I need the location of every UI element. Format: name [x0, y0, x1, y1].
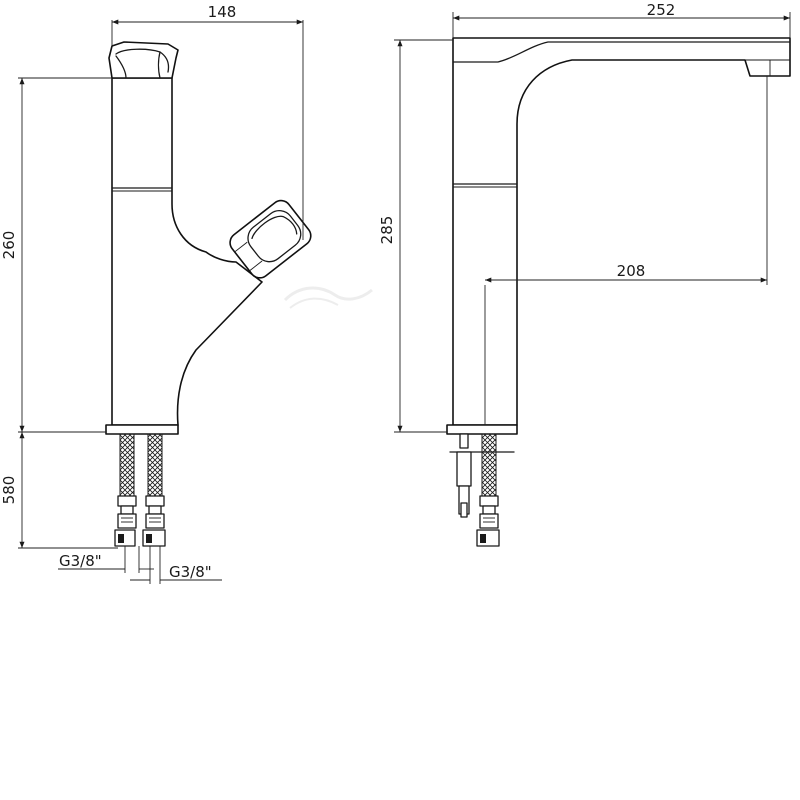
dim-side-length: 252: [452, 1, 791, 38]
dim-front-height: 260: [0, 77, 112, 433]
front-view: 148 260 580 G3/8" G3/8": [0, 3, 312, 584]
thread-right-label: G3/8": [169, 563, 212, 581]
fitting-left: [114, 495, 137, 547]
watermark: [283, 286, 373, 309]
dim-side-height: 285: [378, 39, 453, 433]
dim-front-hose-label: 580: [0, 476, 18, 505]
dim-front-height-label: 260: [0, 231, 18, 260]
side-base-plate: [446, 424, 518, 435]
top-lever: [108, 41, 179, 79]
dim-front-width-label: 148: [208, 3, 237, 21]
dim-side-length-label: 252: [647, 1, 676, 19]
side-hose: [481, 433, 497, 497]
front-body-outline: [111, 77, 263, 426]
side-body-outline: [452, 37, 791, 426]
side-view: 252 285 208: [378, 1, 791, 547]
dim-front-hose: 580: [0, 432, 118, 549]
thread-left-label: G3/8": [59, 552, 102, 570]
dim-front-width: 148: [111, 3, 304, 240]
front-base-plate: [105, 424, 179, 435]
fitting-right: [142, 495, 166, 547]
side-fitting: [476, 495, 500, 547]
popup-rod: [449, 433, 515, 518]
side-spout-detail: [452, 41, 791, 63]
dim-side-reach: 208: [484, 76, 768, 425]
thread-callouts: G3/8" G3/8": [58, 546, 222, 584]
side-lever: [229, 199, 312, 279]
dim-side-height-label: 285: [378, 216, 396, 245]
hose-right: [147, 433, 163, 497]
dim-side-reach-label: 208: [617, 262, 646, 280]
hose-left: [119, 433, 135, 497]
